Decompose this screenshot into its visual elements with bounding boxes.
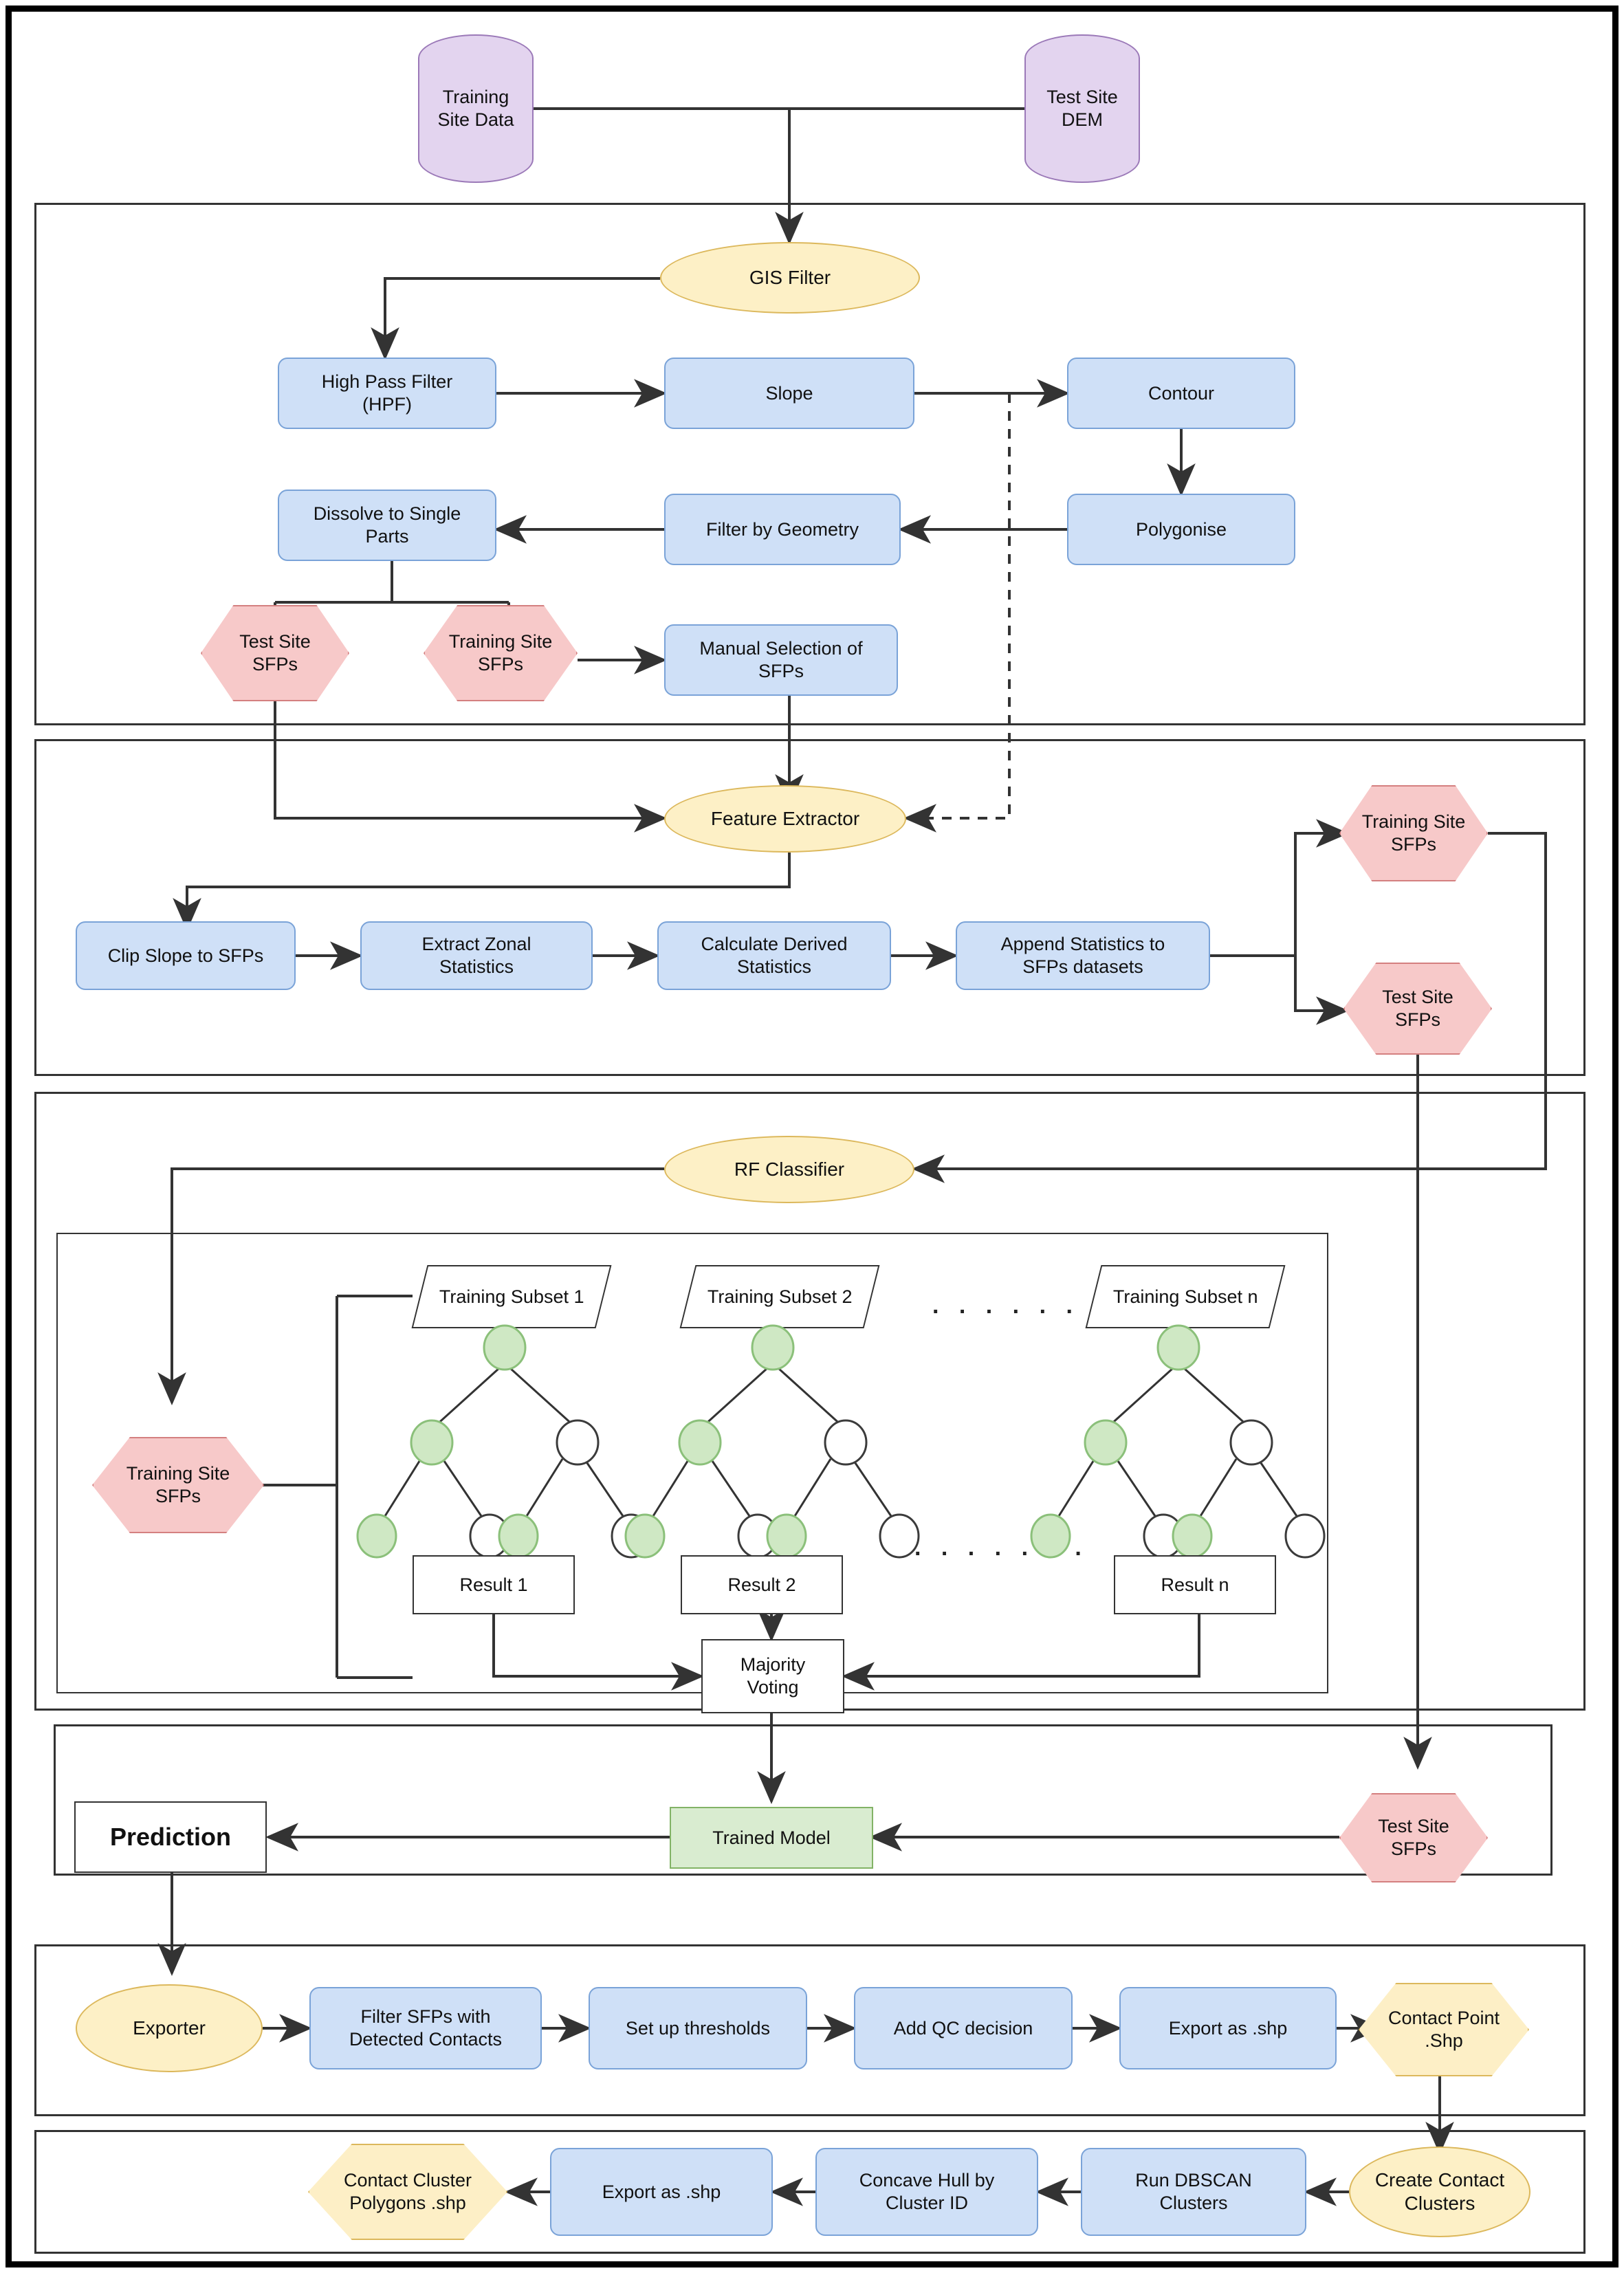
training-subset-n[interactable]: Training Subset n bbox=[1085, 1265, 1286, 1328]
result-n-box[interactable]: Result n bbox=[1114, 1555, 1276, 1614]
result-1-box[interactable]: Result 1 bbox=[413, 1555, 575, 1614]
process-filter-by-geometry[interactable]: Filter by Geometry bbox=[664, 494, 901, 565]
result-1-label: Result 1 bbox=[459, 1574, 528, 1595]
process-contour-label: Contour bbox=[1148, 382, 1215, 404]
training-subset-n-label: Training Subset n bbox=[1112, 1286, 1258, 1307]
process-set-up-thresholds[interactable]: Set up thresholds bbox=[589, 1987, 807, 2069]
exporter-section-group bbox=[34, 1944, 1585, 2116]
result-2-label: Result 2 bbox=[727, 1574, 796, 1595]
rf-classifier-label: RF Classifier bbox=[734, 1158, 845, 1180]
process-add-qc-decision[interactable]: Add QC decision bbox=[854, 1987, 1073, 2069]
process-export-as-shp-contacts-label: Export as .shp bbox=[1168, 2017, 1288, 2039]
result-2-box[interactable]: Result 2 bbox=[681, 1555, 843, 1614]
training-subset-2[interactable]: Training Subset 2 bbox=[679, 1265, 880, 1328]
feature-section-group bbox=[34, 739, 1585, 1076]
process-clip-slope-to-sfps-label: Clip Slope to SFPs bbox=[107, 945, 264, 966]
process-export-as-shp-clusters-label: Export as .shp bbox=[602, 2181, 721, 2202]
process-polygonise[interactable]: Polygonise bbox=[1067, 494, 1295, 565]
process-set-up-thresholds-label: Set up thresholds bbox=[625, 2017, 771, 2039]
feature-extractor-label: Feature Extractor bbox=[710, 807, 860, 829]
data-contact-point-shp[interactable]: Contact Point.Shp bbox=[1359, 1983, 1529, 2076]
rf-trees-group bbox=[56, 1233, 1328, 1693]
trained-model-label: Trained Model bbox=[712, 1827, 831, 1848]
result-n-label: Result n bbox=[1161, 1574, 1229, 1595]
process-high-pass-filter-label: High Pass Filter(HPF) bbox=[321, 371, 453, 415]
process-slope[interactable]: Slope bbox=[664, 358, 914, 429]
process-export-as-shp-contacts[interactable]: Export as .shp bbox=[1119, 1987, 1337, 2069]
gis-filter-label: GIS Filter bbox=[749, 266, 831, 288]
cluster-section-group bbox=[34, 2130, 1585, 2254]
gis-filter-engine[interactable]: GIS Filter bbox=[660, 242, 920, 314]
gis-section-group bbox=[34, 203, 1585, 725]
exporter-engine[interactable]: Exporter bbox=[76, 1984, 263, 2072]
rf-classifier-engine[interactable]: RF Classifier bbox=[664, 1136, 914, 1203]
training-subset-2-label: Training Subset 2 bbox=[707, 1286, 853, 1307]
trees-ellipsis: . . . . . . . bbox=[914, 1535, 1088, 1561]
prediction-section-group bbox=[54, 1724, 1552, 1876]
process-slope-label: Slope bbox=[765, 382, 813, 404]
process-add-qc-decision-label: Add QC decision bbox=[893, 2017, 1033, 2039]
prediction-box[interactable]: Prediction bbox=[74, 1801, 267, 1873]
process-export-as-shp-clusters[interactable]: Export as .shp bbox=[550, 2148, 773, 2236]
trained-model-box[interactable]: Trained Model bbox=[670, 1807, 873, 1869]
process-filter-by-geometry-label: Filter by Geometry bbox=[705, 518, 859, 540]
training-subset-1-label: Training Subset 1 bbox=[439, 1286, 584, 1307]
feature-extractor-engine[interactable]: Feature Extractor bbox=[664, 785, 906, 853]
data-contact-point-shp-label: Contact Point.Shp bbox=[1387, 2008, 1500, 2051]
prediction-label: Prediction bbox=[109, 1823, 232, 1852]
process-polygonise-label: Polygonise bbox=[1135, 518, 1227, 540]
training-subset-1[interactable]: Training Subset 1 bbox=[411, 1265, 612, 1328]
process-clip-slope-to-sfps[interactable]: Clip Slope to SFPs bbox=[76, 921, 296, 990]
exporter-label: Exporter bbox=[133, 2017, 206, 2039]
subsets-ellipsis: . . . . . . bbox=[932, 1293, 1079, 1319]
process-contour[interactable]: Contour bbox=[1067, 358, 1295, 429]
process-high-pass-filter[interactable]: High Pass Filter(HPF) bbox=[278, 358, 496, 429]
outer-frame bbox=[6, 6, 1618, 2267]
